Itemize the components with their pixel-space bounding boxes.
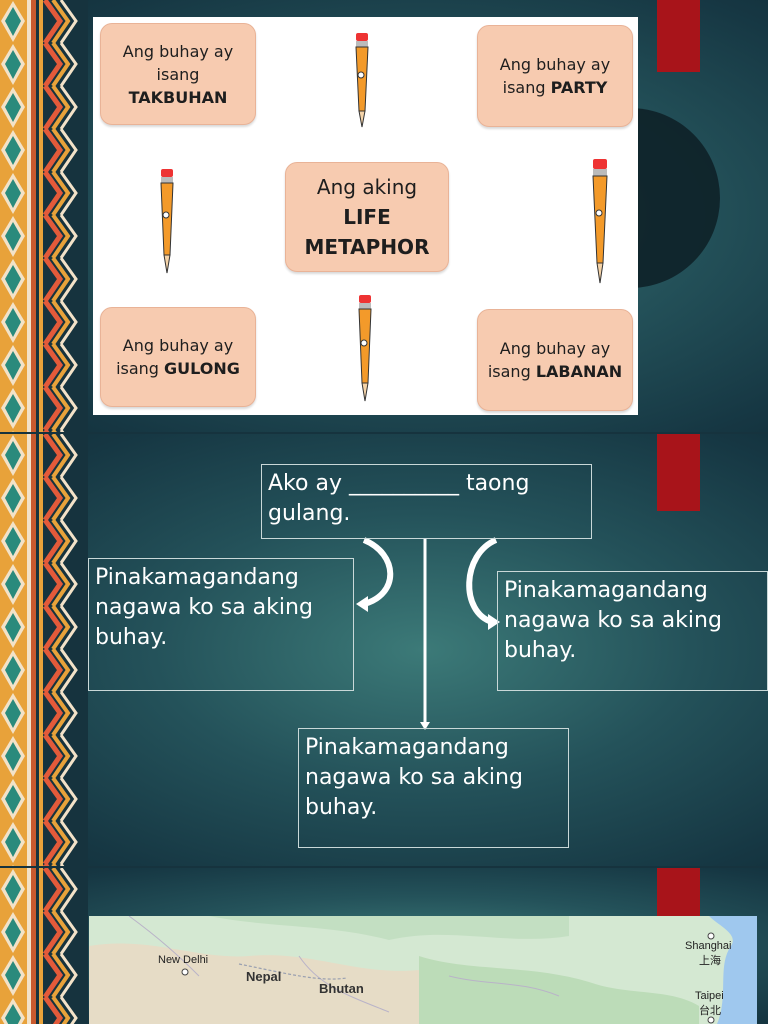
red-accent-tab [657, 434, 700, 511]
card-text: Ang aking [316, 175, 418, 199]
pencil-icon [358, 295, 372, 402]
card-keyword: TAKBUHAN [128, 87, 228, 107]
map-label-taipei-cn: 台北 [699, 1005, 721, 1017]
card-text: Ang buhay ay [499, 339, 611, 358]
card-text: Ang buhay ay [499, 55, 611, 74]
card-keyword: PARTY [550, 78, 608, 97]
card-keyword: GULONG [164, 359, 240, 378]
achievement-box-left: Pinakamagandang nagawa ko sa aking buhay… [88, 558, 354, 691]
life-metaphor-graphic: Ang buhay ay isang TAKBUHAN Ang buhay ay… [93, 17, 638, 415]
card-keyword: LIFE [343, 205, 391, 229]
map-label-shanghai-cn: 上海 [699, 955, 721, 967]
card-keyword: METAPHOR [304, 235, 430, 259]
card-text: isang [116, 359, 159, 378]
pencil-icon [592, 159, 608, 284]
map-label-taipei: Taipei [695, 990, 724, 1002]
age-box: Ako ay __________ taong gulang. [261, 464, 592, 539]
card-takbuhan: Ang buhay ay isang TAKBUHAN [100, 23, 256, 125]
card-text: Ang buhay ay [122, 336, 234, 355]
card-text: isang [487, 362, 531, 381]
connector-lines [356, 537, 500, 730]
card-text: isang [156, 64, 200, 84]
card-text: isang [502, 78, 546, 97]
achievement-box-right: Pinakamagandang nagawa ko sa aking buhay… [497, 571, 768, 691]
map-label-shanghai: Shanghai [685, 940, 732, 952]
map-label-bhutan: Bhutan [319, 981, 364, 996]
pencil-icon [160, 169, 174, 274]
map-label-new-delhi: New Delhi [158, 954, 209, 966]
card-labanan: Ang buhay ay isang LABANAN [477, 309, 633, 411]
card-party: Ang buhay ay isang PARTY [477, 25, 633, 127]
map-terrain [89, 916, 757, 1024]
card-life-metaphor: Ang aking LIFE METAPHOR [285, 162, 449, 272]
tribal-border-left [0, 868, 88, 1024]
tribal-border-left [0, 434, 88, 866]
slide-map: New Delhi Nepal Bhutan Shanghai 上海 Taipe… [0, 868, 768, 1024]
achievement-box-bottom: Pinakamagandang nagawa ko sa aking buhay… [298, 728, 569, 848]
card-gulong: Ang buhay ay isang GULONG [100, 307, 256, 407]
card-text: Ang buhay ay [122, 41, 234, 61]
slide-age-reflection: Ako ay __________ taong gulang. Pinakama… [0, 434, 768, 866]
tribal-border-left [0, 0, 88, 432]
slide-life-metaphor: Ang buhay ay isang TAKBUHAN Ang buhay ay… [0, 0, 768, 432]
map-label-nepal: Nepal [246, 969, 282, 984]
red-accent-tab [657, 0, 700, 72]
map-asia[interactable]: New Delhi Nepal Bhutan Shanghai 上海 Taipe… [89, 916, 757, 1024]
card-keyword: LABANAN [535, 362, 623, 381]
pencil-icon [355, 33, 369, 128]
red-accent-tab [657, 868, 700, 918]
